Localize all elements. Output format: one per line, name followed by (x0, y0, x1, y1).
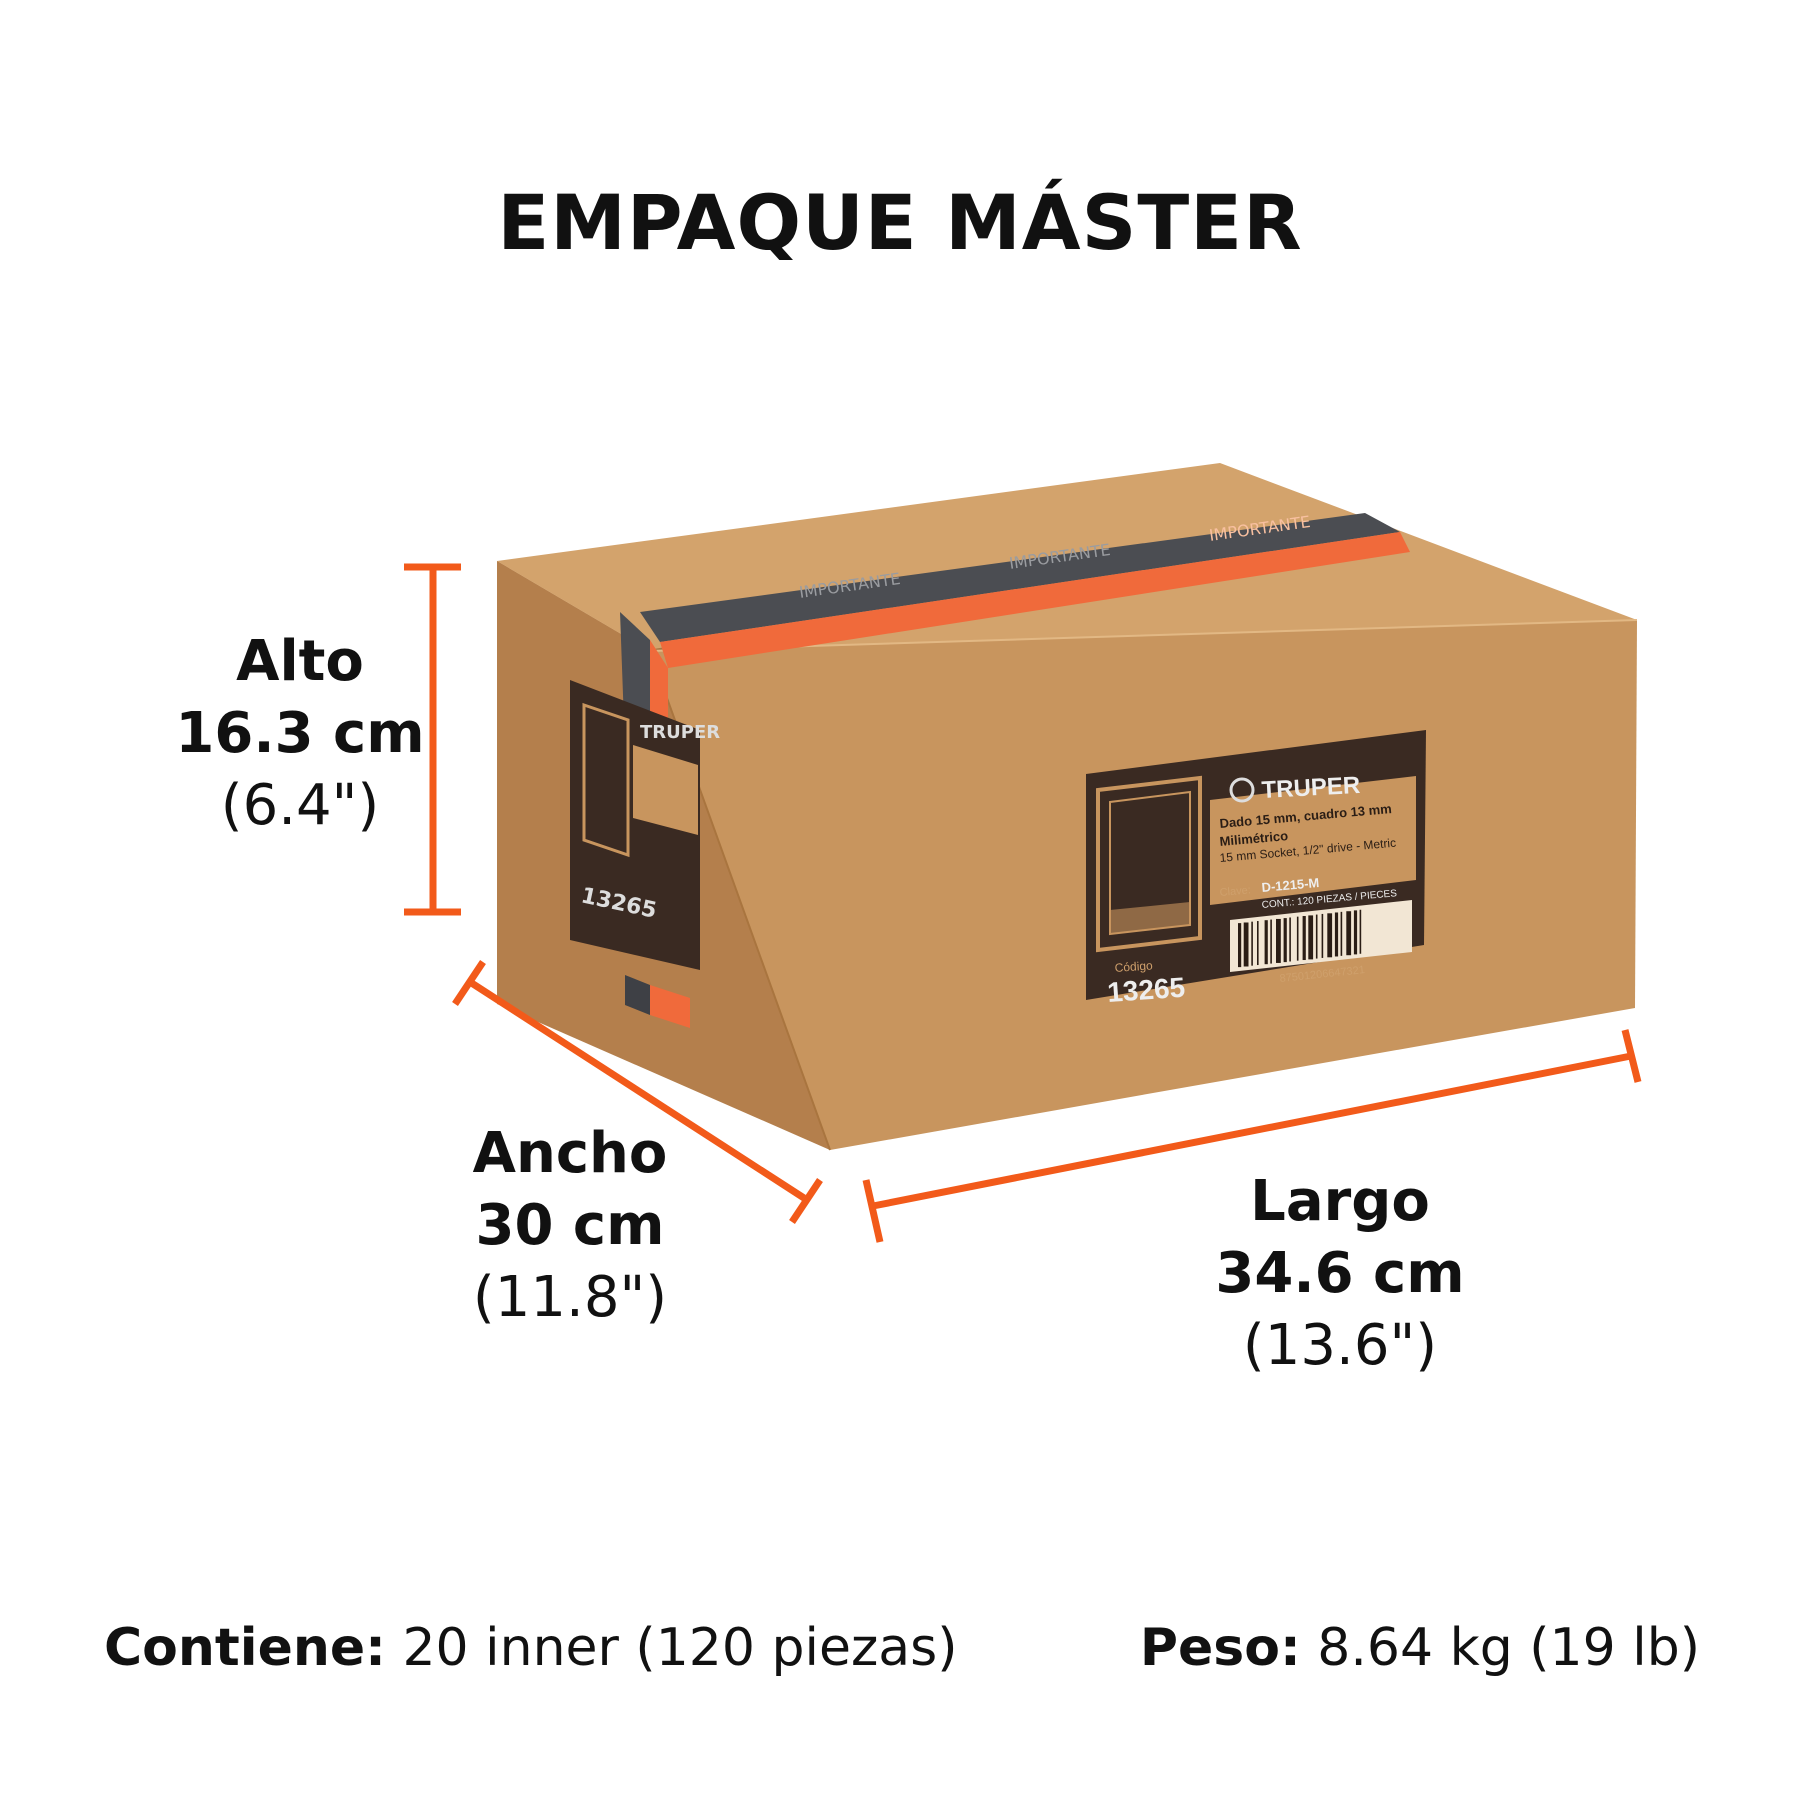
dimension-alto-imperial: (6.4") (220, 773, 380, 838)
front-label-clave-label: Clave: (1219, 884, 1251, 899)
front-label-brand: TRUPER (1261, 772, 1361, 804)
front-label-line2: Milimétrico (1219, 828, 1289, 849)
dimension-largo: Largo 34.6 cm (13.6") (1180, 1166, 1500, 1382)
footer-peso: Peso: 8.64 kg (19 lb) (1140, 1618, 1700, 1678)
side-label-brand: TRUPER (640, 722, 720, 743)
footer-contiene: Contiene: 20 inner (120 piezas) (104, 1618, 957, 1678)
dimension-alto: Alto 16.3 cm (6.4") (150, 626, 450, 842)
dimension-largo-metric: 34.6 cm (1215, 1241, 1465, 1306)
footer-peso-label: Peso: (1139, 1618, 1301, 1678)
front-label-window (1096, 775, 1202, 953)
tape-bottom-gray (625, 975, 650, 1015)
dimension-ancho-label: Ancho (472, 1121, 668, 1186)
dimension-line-alto (404, 563, 461, 916)
page-title: EMPAQUE MÁSTER (497, 178, 1303, 267)
dimension-ancho-imperial: (11.8") (472, 1265, 668, 1330)
dimension-line-ancho (452, 960, 823, 1224)
footer-peso-value: 8.64 kg (19 lb) (1300, 1618, 1700, 1678)
front-label-brand-group: TRUPER (1229, 772, 1361, 804)
dimension-alto-metric: 16.3 cm (175, 701, 425, 766)
side-label: TRUPER 13265 (570, 680, 720, 970)
tape-orange (660, 532, 1410, 668)
dimension-largo-label: Largo (1250, 1169, 1430, 1234)
box-top-edge (649, 619, 1638, 652)
front-label-codigo: 13265 (1106, 972, 1186, 1008)
dimension-largo-imperial: (13.6") (1242, 1313, 1438, 1378)
front-label-clave: D-1215-M (1261, 875, 1320, 895)
dimension-ancho: Ancho 30 cm (11.8") (420, 1118, 720, 1334)
footer-contiene-value: 20 inner (120 piezas) (385, 1618, 958, 1678)
front-label: TRUPER Dado 15 mm, cuadro 13 mm Milimétr… (1086, 730, 1426, 1008)
tape-gray (640, 513, 1400, 642)
barcode-bg (1230, 900, 1412, 972)
dimension-ancho-metric: 30 cm (475, 1193, 665, 1258)
tape-bottom-orange (650, 985, 690, 1028)
barcode (1238, 909, 1362, 968)
dimension-alto-label: Alto (236, 629, 364, 694)
dimension-line-largo (862, 1029, 1642, 1243)
footer-contiene-label: Contiene: (104, 1618, 386, 1678)
front-label-codigo-label: Código (1114, 958, 1153, 975)
